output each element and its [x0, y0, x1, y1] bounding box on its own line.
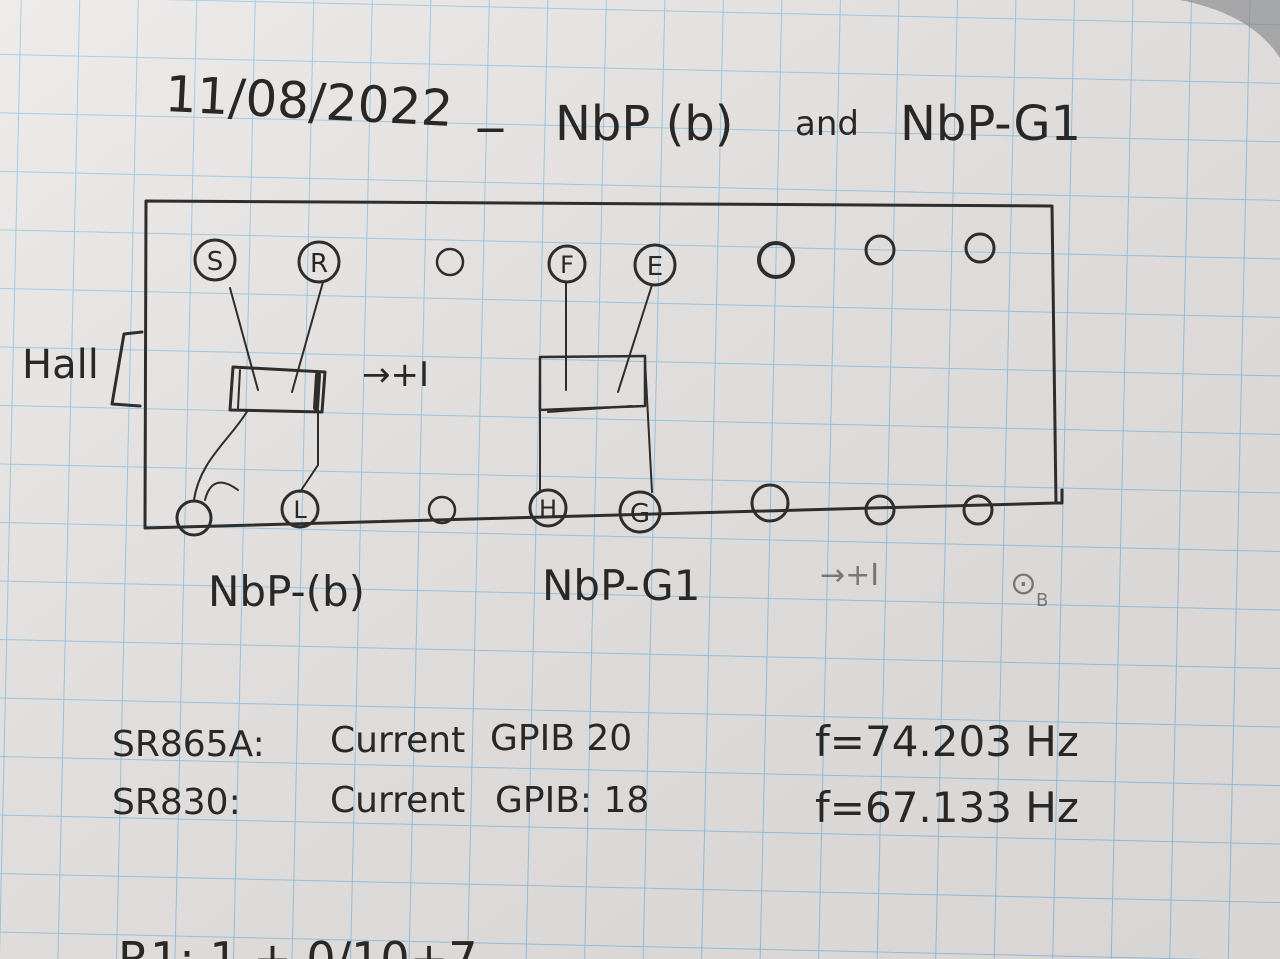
sample-2-wiring: [538, 282, 653, 493]
title-sample1: NbP (b): [555, 96, 734, 152]
hall-label: Hall: [22, 342, 99, 388]
pad-top-8: [964, 232, 996, 264]
pad-label: S: [207, 247, 224, 277]
field-symbol: ⊙: [1010, 564, 1037, 602]
pad-top-2: R: [297, 240, 341, 284]
pad-label: L: [293, 496, 307, 524]
sample-holder-outline: [143, 199, 1064, 530]
pad-top-6: [757, 241, 795, 279]
pad-bottom-6: [750, 483, 790, 523]
title-and: and: [795, 104, 859, 144]
lockin-1-desc: Current: [330, 720, 465, 761]
pad-top-7: [864, 234, 896, 266]
bottom-partial-text: R1: 1 + 0/10+7...: [118, 932, 521, 959]
sample-1-wiring: [193, 281, 327, 501]
pad-bottom-7: [864, 494, 896, 526]
pad-top-3: [435, 247, 465, 277]
lockin-1-model: SR865A:: [112, 724, 265, 765]
lockin-2-frequency: f=67.133 Hz: [815, 783, 1079, 832]
title-dash: _: [477, 74, 504, 132]
pad-top-5: E: [633, 243, 677, 287]
pad-label: R: [310, 249, 328, 279]
sample-1-label: NbP-(b): [208, 567, 365, 616]
pad-label: H: [539, 495, 557, 523]
pad-bottom-3: [427, 495, 457, 525]
pad-bottom-4: H: [528, 488, 568, 528]
field-label: B: [1036, 590, 1048, 611]
lockin-2-desc: Current: [330, 780, 465, 821]
pad-top-4: F: [547, 244, 587, 284]
lockin-2-gpib: GPIB: 18: [495, 780, 649, 821]
pad-bottom-5: G: [618, 490, 662, 534]
current-direction-1: →+I: [362, 355, 429, 395]
lockin-2-model: SR830:: [112, 782, 241, 823]
lockin-1-gpib: GPIB 20: [490, 718, 632, 759]
hall-sensor-mark: [110, 330, 144, 408]
title-sample2: NbP-G1: [900, 96, 1081, 152]
lockin-notes: SR865A: Current GPIB 20 f=74.203 Hz SR83…: [112, 717, 1079, 832]
sample-2-label: NbP-G1: [542, 561, 700, 610]
lockin-1-frequency: f=74.203 Hz: [815, 717, 1079, 766]
pad-bottom-8: [962, 494, 994, 526]
pad-top-1: S: [193, 238, 237, 282]
pad-label: G: [630, 499, 650, 529]
pad-label: E: [647, 252, 663, 282]
pad-label: F: [560, 251, 574, 279]
current-direction-2: →+I: [820, 558, 879, 593]
top-contact-pads: S R F E: [193, 232, 996, 287]
